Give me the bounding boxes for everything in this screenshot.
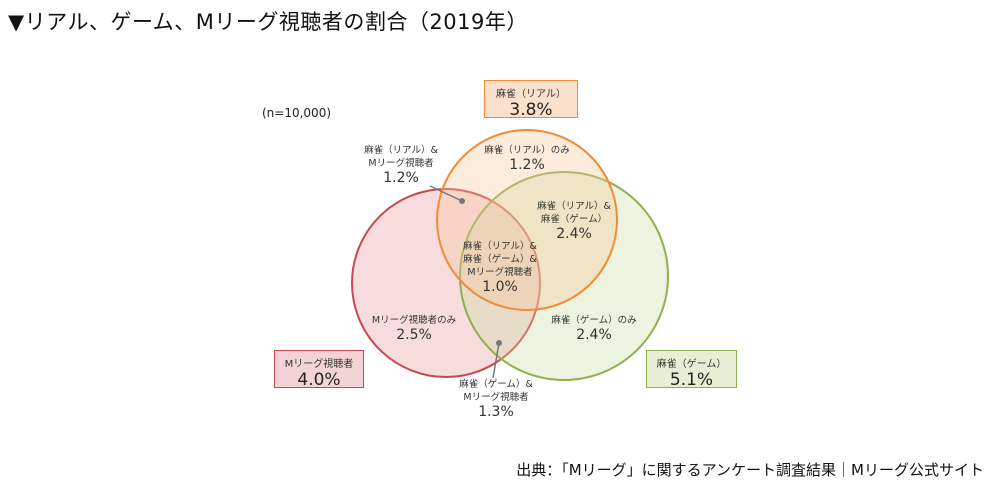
set-box-mleague: Mリーグ視聴者 4.0%	[274, 350, 364, 390]
source-citation: 出典：「Mリーグ」に関するアンケート調査結果｜Mリーグ公式サイト	[516, 461, 984, 479]
set-box-real: 麻雀（リアル） 3.8%	[484, 80, 578, 120]
set-label: 麻雀（リアル）	[496, 89, 566, 100]
set-box-game: 麻雀（ゲーム） 5.1%	[646, 350, 737, 390]
region-m-only: Mリーグ視聴者のみ 2.5%	[371, 315, 457, 343]
set-label: Mリーグ視聴者	[284, 359, 354, 370]
set-value: 4.0%	[297, 370, 341, 390]
region-game-only: 麻雀（ゲーム）のみ 2.4%	[551, 315, 637, 343]
set-label: 麻雀（ゲーム）	[656, 359, 727, 370]
sample-size: (n=10,000)	[262, 106, 332, 120]
leader-line-real-m	[429, 185, 463, 202]
region-all-three: 麻雀（リアル）& 麻雀（ゲーム）& Mリーグ視聴者 1.0%	[463, 241, 537, 295]
chart-title: ▼リアル、ゲーム、Mリーグ視聴者の割合（2019年）	[8, 10, 528, 34]
region-real-m: 麻雀（リアル）& Mリーグ視聴者 1.2%	[364, 145, 438, 186]
circle-real	[436, 129, 618, 311]
set-value: 5.1%	[669, 370, 714, 390]
circle-mleague	[351, 188, 541, 378]
leader-line-game-m	[492, 342, 500, 379]
leader-dot-game-m	[496, 340, 502, 346]
region-real-game: 麻雀（リアル）& 麻雀（ゲーム） 2.4%	[537, 201, 611, 242]
set-value: 3.8%	[509, 100, 553, 120]
leader-dot-real-m	[459, 198, 465, 204]
region-real-only: 麻雀（リアル）のみ 1.2%	[484, 145, 570, 173]
region-game-m: 麻雀（ゲーム）& Mリーグ視聴者 1.3%	[459, 379, 533, 420]
